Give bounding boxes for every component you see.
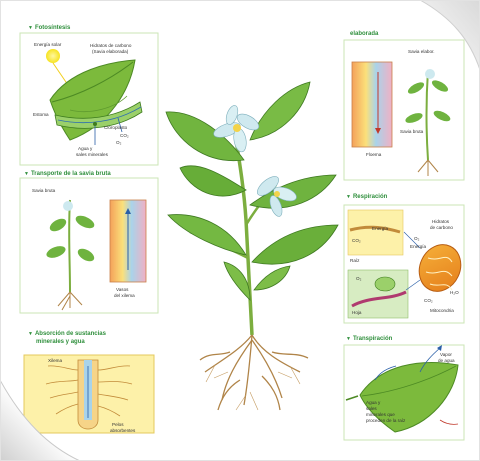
label-vapor-2: de agua <box>438 358 455 363</box>
label-elaborated-sap: (Savia elaborada) <box>92 49 128 54</box>
label-of-xylem: del xilema <box>114 293 135 298</box>
label-mitochondria: Mitocondria <box>430 308 454 313</box>
xylem-transport-title: ▼Transporte de la savia bruta <box>24 171 111 178</box>
label-hairs: Pelos <box>112 422 124 427</box>
label-solar-energy: Energía solar <box>34 42 61 47</box>
triangle-icon: ▼ <box>28 25 33 31</box>
label-h2o: H₂O <box>450 290 459 295</box>
label-water-2: sales <box>366 406 377 411</box>
main-plant <box>166 82 338 410</box>
label-raw-sap-2: Savia bruta <box>400 129 423 134</box>
triangle-icon: ▼ <box>28 331 33 337</box>
label-carbs-2: de carbono <box>430 225 453 230</box>
label-co2: CO₂ <box>120 133 129 138</box>
label-phloem-sap: Savia elabor. <box>408 49 435 54</box>
label-vapor-1: Vapor <box>440 352 452 357</box>
absorption-title-2: minerales y agua <box>36 339 85 346</box>
triangle-icon: ▼ <box>346 194 351 200</box>
label-o2-resp: O₂ <box>414 236 419 241</box>
sun-icon <box>46 49 60 63</box>
label-water: Agua y <box>78 146 92 151</box>
label-o2-leaf: O₂ <box>356 276 361 281</box>
panel-respiration <box>344 205 468 323</box>
triangle-icon: ▼ <box>346 336 351 342</box>
panel-phloem-transport <box>344 40 464 180</box>
label-absorbent: absorbentes <box>110 428 135 433</box>
panel-xylem-transport <box>20 178 158 313</box>
label-energy-2: Energía <box>410 244 426 249</box>
transpiration-title: ▼Transpiración <box>346 336 392 343</box>
label-chloroplast: Cloroplasto <box>104 125 127 130</box>
label-co2-b: CO₂ <box>424 298 433 303</box>
label-water-3: minerales que <box>366 412 395 417</box>
label-carbs-1: Hidratos <box>432 219 449 224</box>
label-vessels: Vasos <box>116 287 128 292</box>
label-xylem: Xilema <box>48 358 62 363</box>
label-co2-a: CO₂ <box>352 238 361 243</box>
label-water-1: Agua y <box>366 400 380 405</box>
label-o2: O₂ <box>116 140 121 145</box>
label-raw-sap: Savia bruta <box>32 188 55 193</box>
label-root: Raíz <box>350 258 359 263</box>
label-stoma: Estoma <box>33 112 49 117</box>
flower-right <box>254 173 298 218</box>
respiration-title: ▼Respiración <box>346 194 387 201</box>
label-phloem: Floema <box>366 152 381 157</box>
label-carbohydrates: Hidratos de carbono <box>90 43 131 48</box>
phloem-transport-title: elaborada <box>350 31 378 38</box>
triangle-icon: ▼ <box>24 171 29 177</box>
label-leaf: Hoja <box>352 310 361 315</box>
label-minerals: sales minerales <box>76 152 108 157</box>
absorption-title: ▼Absorción de sustancias <box>28 331 106 338</box>
label-water-4: proceden de la raíz <box>366 418 405 423</box>
photosynthesis-title: ▼Fotosíntesis <box>28 25 70 32</box>
label-energy-1: Energía <box>372 226 388 231</box>
panel-absorption <box>24 355 154 433</box>
